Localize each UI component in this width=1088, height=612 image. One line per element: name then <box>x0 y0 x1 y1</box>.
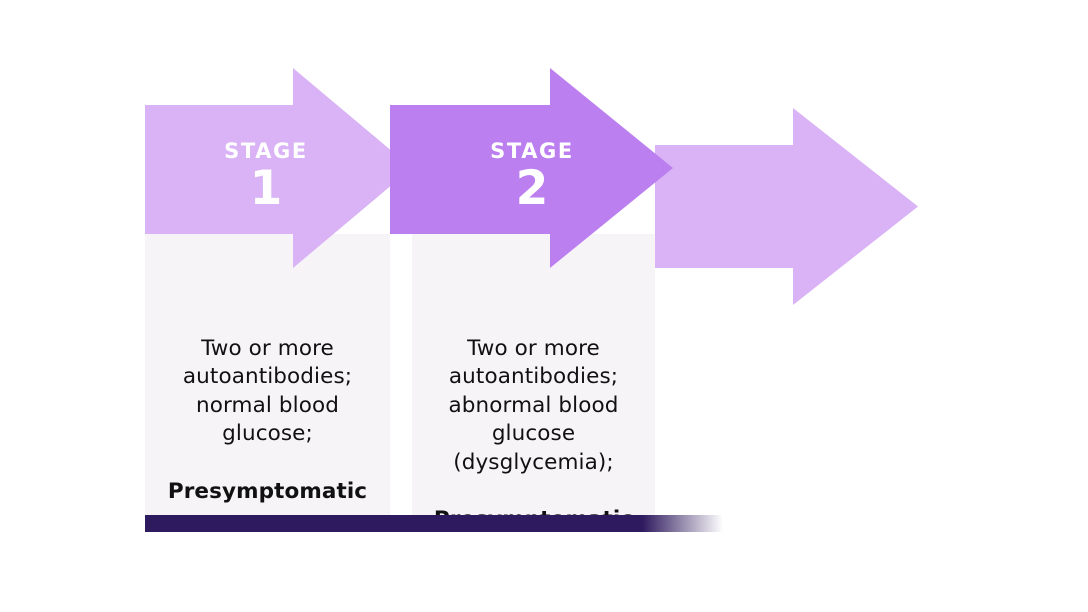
progression-bar <box>145 515 723 532</box>
stage-2-label: STAGE 2 <box>452 139 612 216</box>
stage-2-description-lines: Two or more autoantibodies; abnormal blo… <box>448 335 619 475</box>
stage-1-description-lines: Two or more autoantibodies; normal blood… <box>182 335 353 447</box>
stage-2-description: Two or more autoantibodies; abnormal blo… <box>412 306 655 535</box>
stage-1-arrow <box>145 68 412 268</box>
stage-1-arrow-shape <box>145 68 412 268</box>
stage-3-arrow-shape <box>655 108 918 305</box>
stage-1-label-word: STAGE <box>224 139 308 163</box>
stage-1-label: STAGE 1 <box>186 139 346 216</box>
stage-1-description-bold: Presymptomatic <box>167 478 368 504</box>
stage-1-description: Two or more autoantibodies; normal blood… <box>145 306 390 506</box>
stage-2-panel: Two or more autoantibodies; abnormal blo… <box>412 234 655 532</box>
stage-2-arrow <box>390 68 673 268</box>
stage-3-arrow-polygon <box>655 108 918 305</box>
stage-1-arrow-polygon <box>145 68 412 268</box>
stage-2-arrow-polygon <box>390 68 673 268</box>
stage-3-arrow <box>655 108 918 305</box>
stage-1-label-number: 1 <box>249 161 283 216</box>
stage-2-label-word: STAGE <box>490 139 574 163</box>
stage-2-arrow-shape <box>390 68 673 268</box>
stage-2-label-number: 2 <box>515 161 549 216</box>
stage-1-panel: Two or more autoantibodies; normal blood… <box>145 234 390 518</box>
